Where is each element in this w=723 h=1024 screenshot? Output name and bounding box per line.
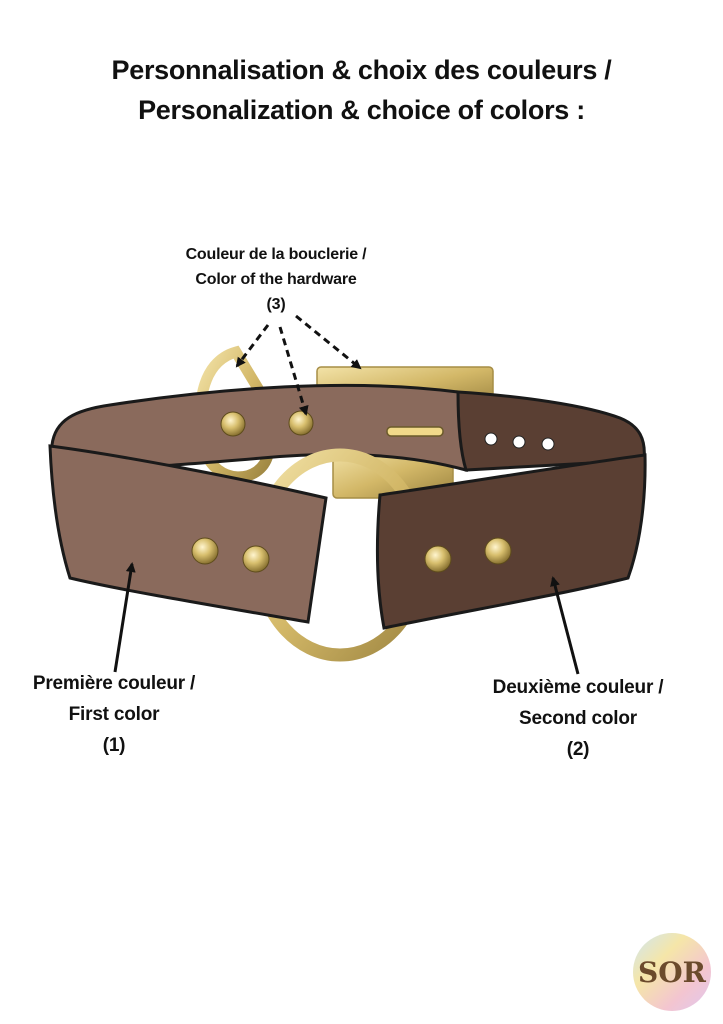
- front-strap-second-color: [375, 453, 647, 630]
- second-label-fr: Deuxième couleur /: [492, 677, 664, 698]
- logo-text: SOR: [638, 956, 707, 989]
- title-line-2: Personalization & choice of colors :: [138, 95, 585, 125]
- brand-logo: SOR: [633, 933, 711, 1011]
- front-strap-first-color: [48, 444, 328, 624]
- title-line-1: Personnalisation & choix des couleurs /: [111, 55, 612, 85]
- hardware-color-label: Couleur de la bouclerie / Color of the h…: [160, 242, 392, 317]
- hardware-label-en: Color of the hardware: [195, 271, 357, 288]
- back-strap: [50, 383, 646, 473]
- first-color-arrow: [113, 562, 136, 673]
- first-label-fr: Première couleur /: [32, 673, 196, 694]
- first-label-en: First color: [68, 704, 160, 725]
- second-color-arrow: [550, 576, 580, 675]
- hardware-arrows: [235, 314, 362, 416]
- page-title: Personnalisation & choix des couleurs / …: [0, 50, 723, 130]
- second-color-label: Deuxième couleur / Second color (2): [468, 672, 688, 765]
- first-color-label: Première couleur / First color (1): [8, 668, 220, 761]
- hardware-label-num: (3): [266, 296, 286, 313]
- second-label-en: Second color: [519, 708, 637, 729]
- second-label-num: (2): [566, 739, 590, 760]
- first-label-num: (1): [102, 735, 126, 756]
- hardware-label-fr: Couleur de la bouclerie /: [185, 246, 367, 263]
